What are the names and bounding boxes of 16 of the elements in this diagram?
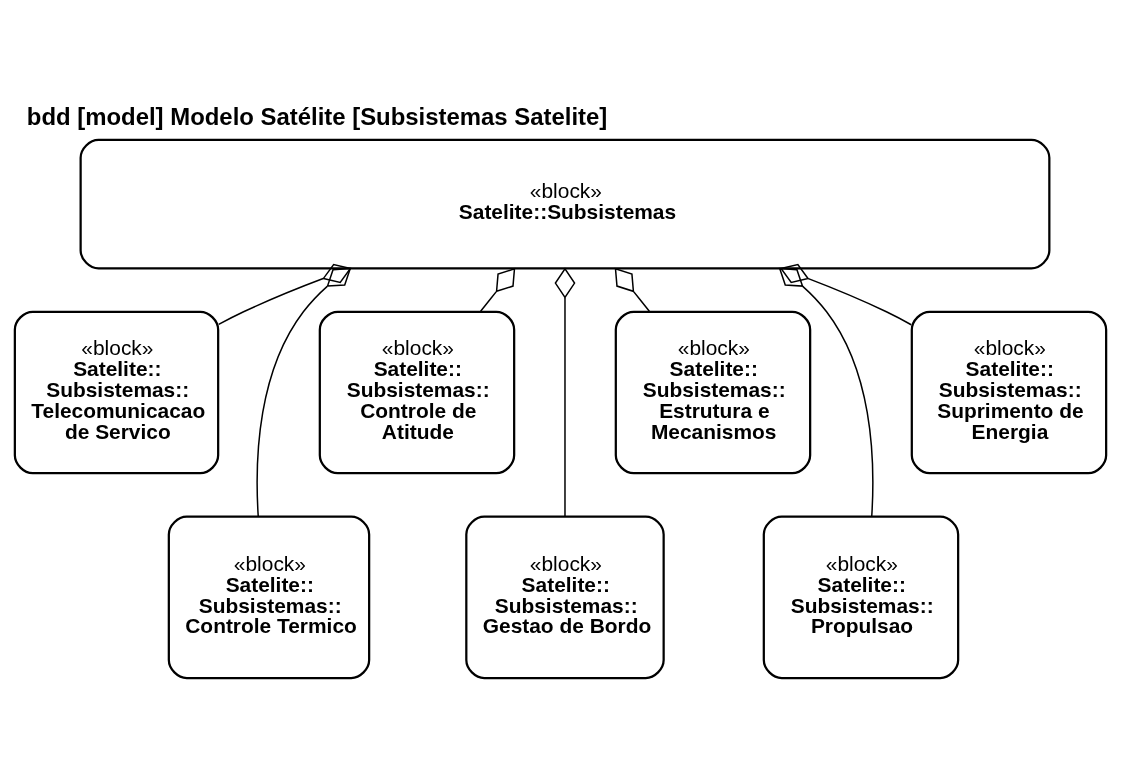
connector	[554, 267, 576, 517]
node-box: «block» Satelite:: Subsistemas:: Estrutura e Mecanismos	[614, 310, 812, 475]
node-box: «block» Satelite:: Subsistemas:: Propulsao	[762, 515, 960, 680]
connector	[614, 267, 651, 313]
connector	[217, 263, 352, 326]
connector	[256, 267, 352, 517]
node-box: «block» Satelite:: Subsistemas:: Telecomunicacao de Servico	[13, 310, 220, 475]
node-box: «block» Satelite:: Subsistemas:: Controle de Atitude	[318, 310, 516, 475]
node-box: «block» Satelite::Subsistemas	[79, 138, 1051, 270]
diagram-title: bdd [model] Modelo Satélite [Subsistemas Satelite]	[26, 102, 608, 130]
node-box: «block» Satelite:: Subsistemas:: Controle Termico	[167, 515, 371, 680]
node-box: «block» Satelite:: Subsistemas:: Suprimento de Energia	[910, 310, 1108, 475]
connector	[479, 267, 516, 313]
connector	[779, 263, 912, 326]
connector	[778, 267, 874, 517]
node-box: «block» Satelite:: Subsistemas:: Gestao de Bordo	[465, 515, 665, 680]
